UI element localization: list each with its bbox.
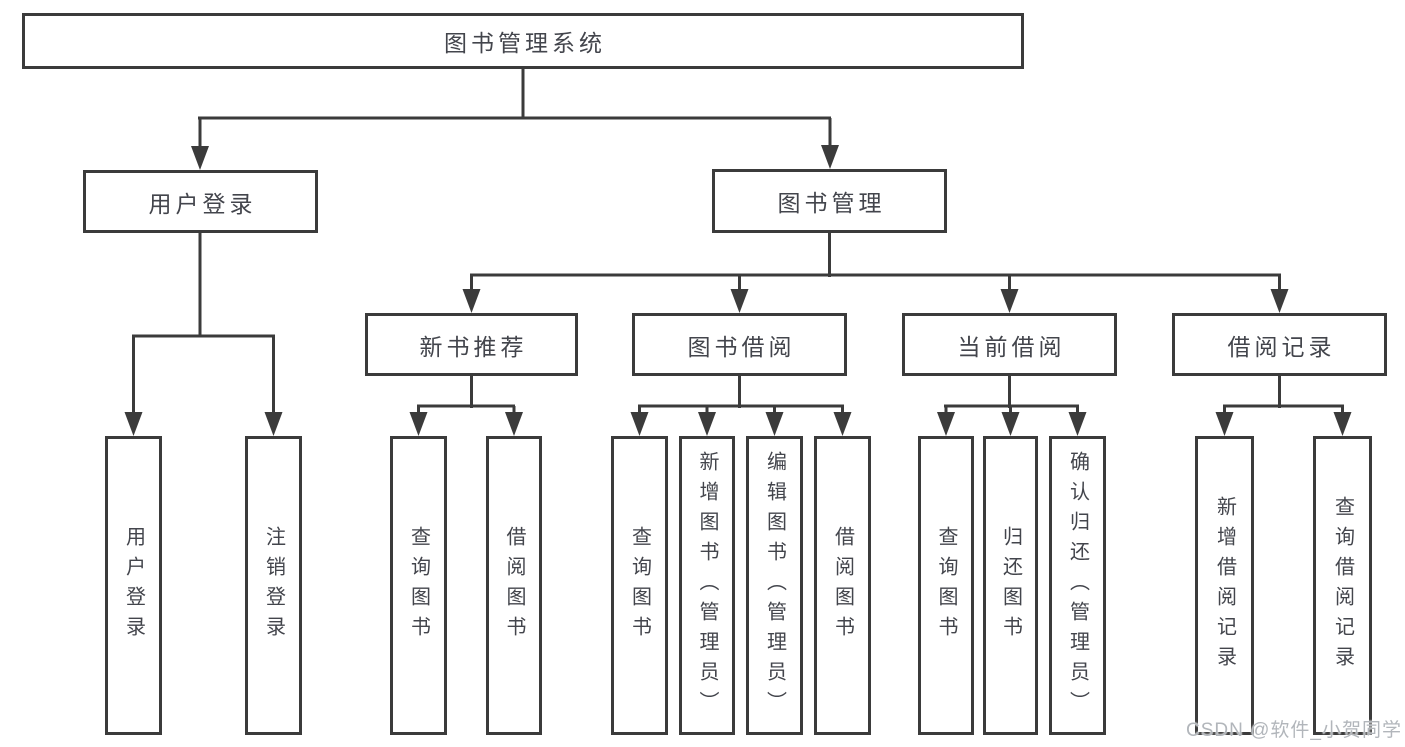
node-borrow-record: 借阅记录 [1172,313,1387,376]
connector-user-login-children [124,233,283,436]
leaf-confirm-return-admin: 确认归还（管理员） [1049,436,1106,735]
leaf-borrow-book-recommend: 借阅图书 [486,436,542,735]
leaf-edit-book-admin: 编辑图书（管理员） [746,436,803,735]
leaf-query-book-current: 查询图书 [918,436,974,735]
node-book-management: 图书管理 [712,169,947,233]
connector-book-mgmt-to-level3 [462,233,1289,313]
csdn-watermark: CSDN @软件_小贺同学 [1186,720,1402,741]
node-root-system: 图书管理系统 [22,13,1024,69]
leaf-query-book-borrow: 查询图书 [611,436,668,735]
leaf-label: 查询图书 [935,525,957,646]
leaf-label: 注销登录 [262,525,285,646]
node-new-book-recommend: 新书推荐 [365,313,578,376]
leaf-logout: 注销登录 [245,436,302,735]
leaf-label: 新增借阅记录 [1213,495,1236,676]
connector-current-borrow-children [937,376,1087,436]
leaf-return-book: 归还图书 [983,436,1038,735]
leaf-label: 确认归还（管理员） [1066,450,1089,721]
leaf-add-borrow-record: 新增借阅记录 [1195,436,1254,735]
connector-book-borrow-children [630,376,852,436]
leaf-label: 借阅图书 [503,525,525,646]
leaf-label: 借阅图书 [831,525,854,646]
leaf-label: 查询借阅记录 [1331,495,1354,676]
leaf-label: 新增图书（管理员） [696,450,718,721]
leaf-user-login: 用户登录 [105,436,162,735]
connector-borrow-record-children [1215,376,1352,436]
leaf-label: 查询图书 [628,525,651,646]
leaf-query-borrow-record: 查询借阅记录 [1313,436,1372,735]
leaf-label: 用户登录 [122,525,145,646]
leaf-label: 编辑图书（管理员） [763,450,786,721]
node-current-borrow: 当前借阅 [902,313,1117,376]
node-book-borrow: 图书借阅 [632,313,847,376]
leaf-borrow-book: 借阅图书 [814,436,871,735]
connector-new-book-children [409,376,523,436]
leaf-add-book-admin: 新增图书（管理员） [679,436,735,735]
node-user-login: 用户登录 [83,170,318,233]
connector-root-to-level2 [191,69,839,170]
leaf-label: 查询图书 [407,525,430,646]
leaf-label: 归还图书 [999,525,1022,646]
leaf-query-book-recommend: 查询图书 [390,436,447,735]
